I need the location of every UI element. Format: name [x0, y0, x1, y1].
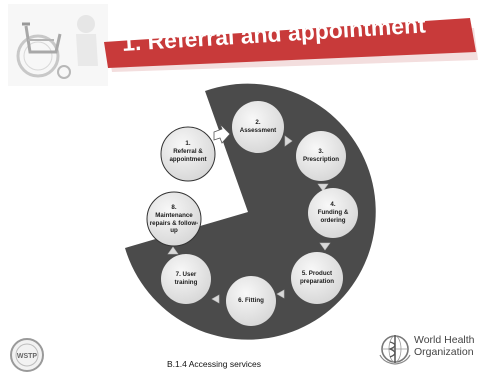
step-node-2 [232, 101, 284, 153]
step-node-1 [160, 126, 216, 182]
step-4-number: 4. [330, 201, 336, 208]
arrow-2-3 [284, 135, 293, 147]
who-logo-text: World Health Organization [414, 334, 475, 358]
wheelchair-image [8, 4, 108, 86]
step-label-4: 4. Funding & ordering [305, 201, 361, 224]
svg-text:WSTP: WSTP [17, 353, 38, 360]
wstp-logo: WSTP [10, 338, 44, 372]
who-logo-line2: Organization [414, 345, 474, 358]
step-2-number: 2. [255, 119, 261, 126]
step-label-3: 3. Prescription [293, 148, 349, 164]
step-1-text: Referral & appointment [169, 147, 207, 163]
arrow-4-5 [319, 242, 331, 251]
arrow-5-6 [276, 289, 285, 299]
step-7-number: 7. User [175, 271, 197, 278]
arrow-7-8 [167, 246, 179, 255]
step-5-text: preparation [299, 277, 335, 285]
step-8-number: 8. [171, 204, 177, 211]
title-banner: 1. Referral and appointment [104, 11, 482, 72]
step-node-8 [146, 191, 202, 247]
step-7-text: training [174, 278, 198, 286]
step-label-7: 7. User training [158, 271, 214, 287]
arrow-1-2 [213, 123, 231, 144]
step-3-text: Prescription [302, 155, 340, 163]
step-node-3 [296, 131, 346, 181]
step-6-text: 6. Fitting [238, 297, 264, 304]
who-emblem-icon [379, 335, 411, 365]
step-label-5: 5. Product preparation [289, 270, 345, 286]
step-label-1: 1. Referral & appointment [160, 140, 216, 163]
step-1-number: 1. [185, 140, 191, 147]
step-node-7 [161, 254, 211, 304]
arrow-6-7 [211, 294, 220, 304]
step-node-6 [226, 276, 276, 326]
who-logo-line1: World Health [414, 334, 475, 346]
step-5-number: 5. Product [301, 270, 333, 277]
step-3-number: 3. [318, 148, 324, 155]
step-label-8: 8. Maintenance repairs & follow-up [146, 204, 202, 235]
step-label-6: 6. Fitting [223, 297, 279, 305]
step-2-text: Assessment [239, 126, 277, 134]
footer-text: B.1.4 Accessing services [167, 359, 262, 369]
step-node-4 [308, 188, 358, 238]
step-node-5 [291, 252, 343, 304]
step-label-2: 2. Assessment [230, 119, 286, 135]
step-8-text: Maintenance repairs & follow-up [149, 211, 199, 235]
arrow-3-4 [317, 183, 329, 192]
step-4-text: Funding & ordering [317, 208, 349, 224]
